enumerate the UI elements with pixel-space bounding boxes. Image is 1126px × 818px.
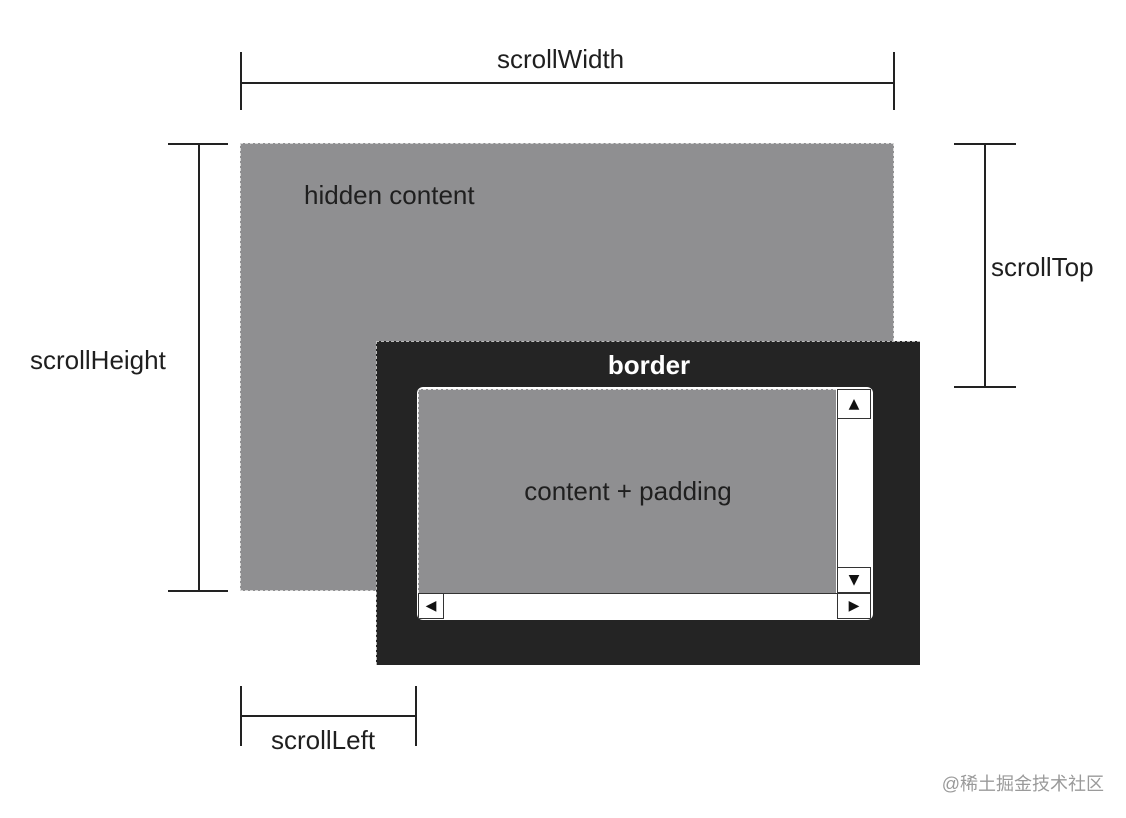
scroll-top-tick-top — [954, 143, 1016, 145]
scroll-left-line — [240, 715, 417, 717]
scroll-height-label: scrollHeight — [30, 345, 166, 375]
element-border-box: border content + padding ▲ ▼ ◀ ▶ — [376, 341, 920, 665]
scroll-up-arrow-icon[interactable]: ▲ — [837, 389, 871, 419]
scroll-viewport: content + padding ▲ ▼ ◀ ▶ — [417, 387, 873, 620]
scroll-height-line — [198, 143, 200, 592]
scroll-width-line — [240, 82, 894, 84]
border-label: border — [607, 350, 691, 380]
content-padding-area: content + padding — [418, 389, 836, 593]
scroll-top-line — [984, 143, 986, 388]
scroll-left-label: scrollLeft — [271, 725, 376, 755]
scroll-left-tick-right — [415, 686, 417, 746]
scroll-left-tick-left — [240, 686, 242, 746]
scroll-right-arrow-icon[interactable]: ▶ — [837, 593, 871, 619]
content-padding-label: content + padding — [524, 476, 732, 506]
scroll-width-label: scrollWidth — [497, 44, 625, 74]
watermark-text: @稀土掘金技术社区 — [941, 774, 1104, 794]
scroll-top-label: scrollTop — [991, 252, 1094, 282]
scroll-down-arrow-icon[interactable]: ▼ — [837, 567, 871, 593]
scroll-top-tick-bottom — [954, 386, 1016, 388]
scroll-left-arrow-icon[interactable]: ◀ — [418, 593, 444, 619]
hidden-content-label: hidden content — [304, 180, 475, 210]
scroll-height-tick-top — [168, 143, 228, 145]
scroll-width-tick-right — [893, 52, 895, 110]
vertical-scrollbar[interactable]: ▲ ▼ — [837, 389, 871, 593]
scroll-height-tick-bottom — [168, 590, 228, 592]
horizontal-scrollbar[interactable]: ◀ ▶ — [418, 593, 871, 619]
scroll-width-tick-left — [240, 52, 242, 110]
